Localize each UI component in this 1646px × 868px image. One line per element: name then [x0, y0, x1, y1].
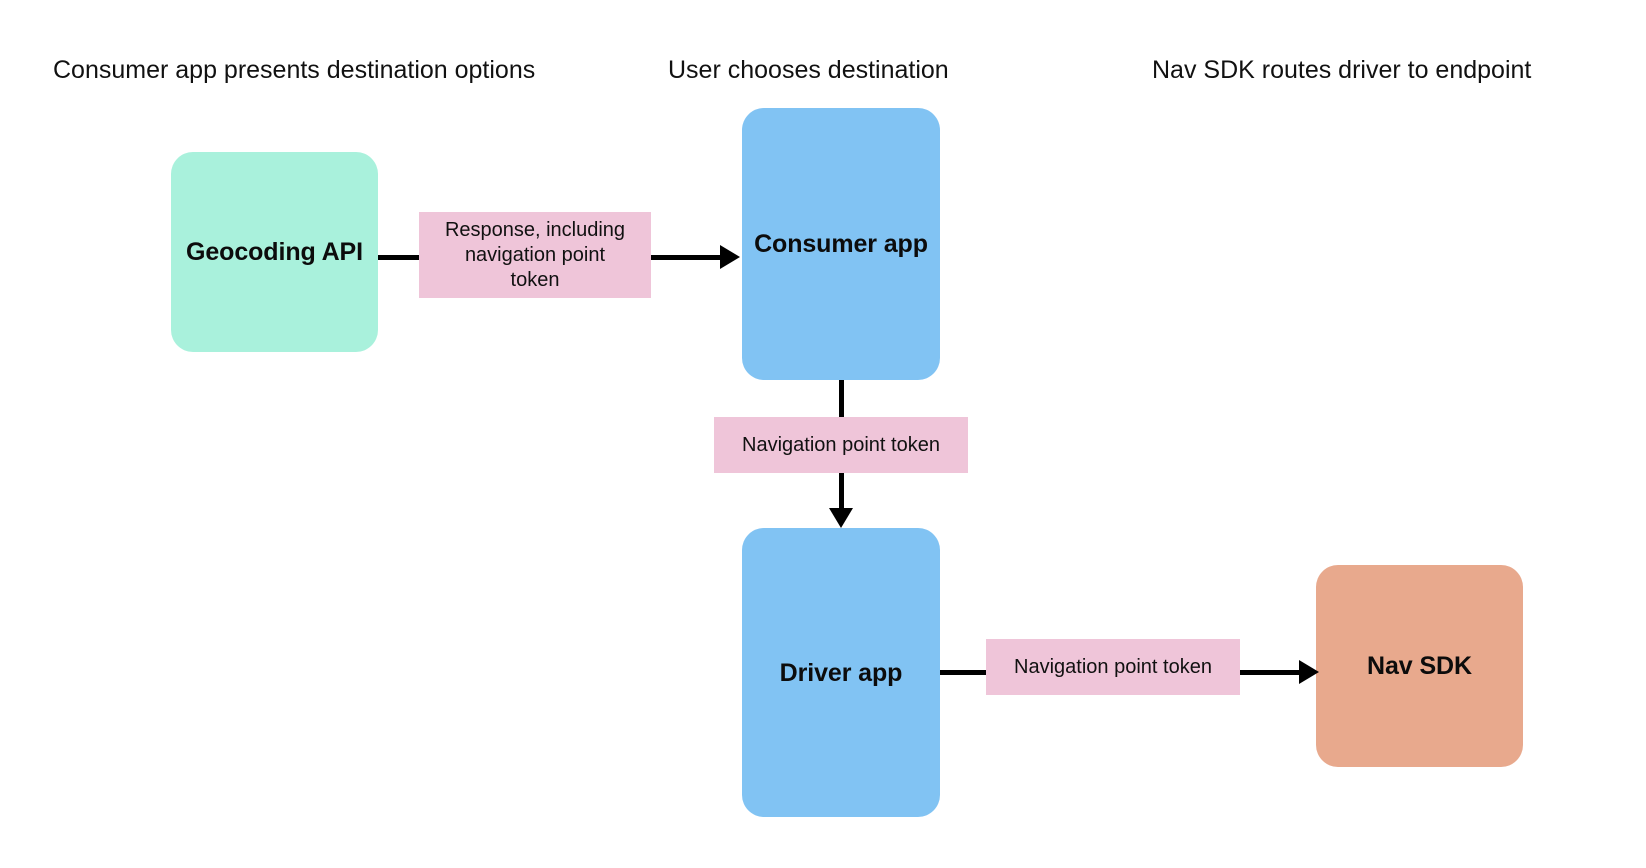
edge-label-response-text: Response, including navigation point tok… [444, 218, 626, 291]
node-geocoding-api-label: Geocoding API [186, 238, 363, 266]
node-consumer-app[interactable]: Consumer app [742, 108, 940, 380]
edge-geocoding-to-label-line [378, 255, 423, 260]
edge-label-navigation-point-token-text-2: Navigation point token [1014, 655, 1212, 678]
arrow-right-to-nav-sdk [1299, 660, 1319, 684]
edge-label-navigation-point-token-consumer-driver: Navigation point token [714, 417, 968, 473]
edge-label-to-driver-line [839, 472, 844, 513]
column-header-nav-routes: Nav SDK routes driver to endpoint [1152, 56, 1532, 84]
edge-label-navigation-point-token-text-1: Navigation point token [742, 433, 940, 456]
edge-label-response-including-navigation-point-token: Response, including navigation point tok… [419, 212, 651, 298]
edge-label-to-consumer-line [651, 255, 723, 260]
arrow-right-to-consumer-app [720, 245, 740, 269]
edge-label-navigation-point-token-driver-navsdk: Navigation point token [986, 639, 1240, 695]
node-geocoding-api[interactable]: Geocoding API [171, 152, 378, 352]
column-header-consumer-options: Consumer app presents destination option… [53, 56, 536, 84]
edge-consumer-to-label-line [839, 380, 844, 418]
node-nav-sdk-label: Nav SDK [1367, 652, 1472, 680]
column-header-user-chooses: User chooses destination [668, 56, 949, 84]
node-consumer-app-label: Consumer app [754, 230, 928, 258]
arrow-down-to-driver-app [829, 508, 853, 528]
edge-driver-to-label-line [940, 670, 990, 675]
edge-label-to-navsdk-line [1240, 670, 1304, 675]
node-nav-sdk[interactable]: Nav SDK [1316, 565, 1523, 767]
node-driver-app[interactable]: Driver app [742, 528, 940, 817]
node-driver-app-label: Driver app [779, 658, 903, 687]
